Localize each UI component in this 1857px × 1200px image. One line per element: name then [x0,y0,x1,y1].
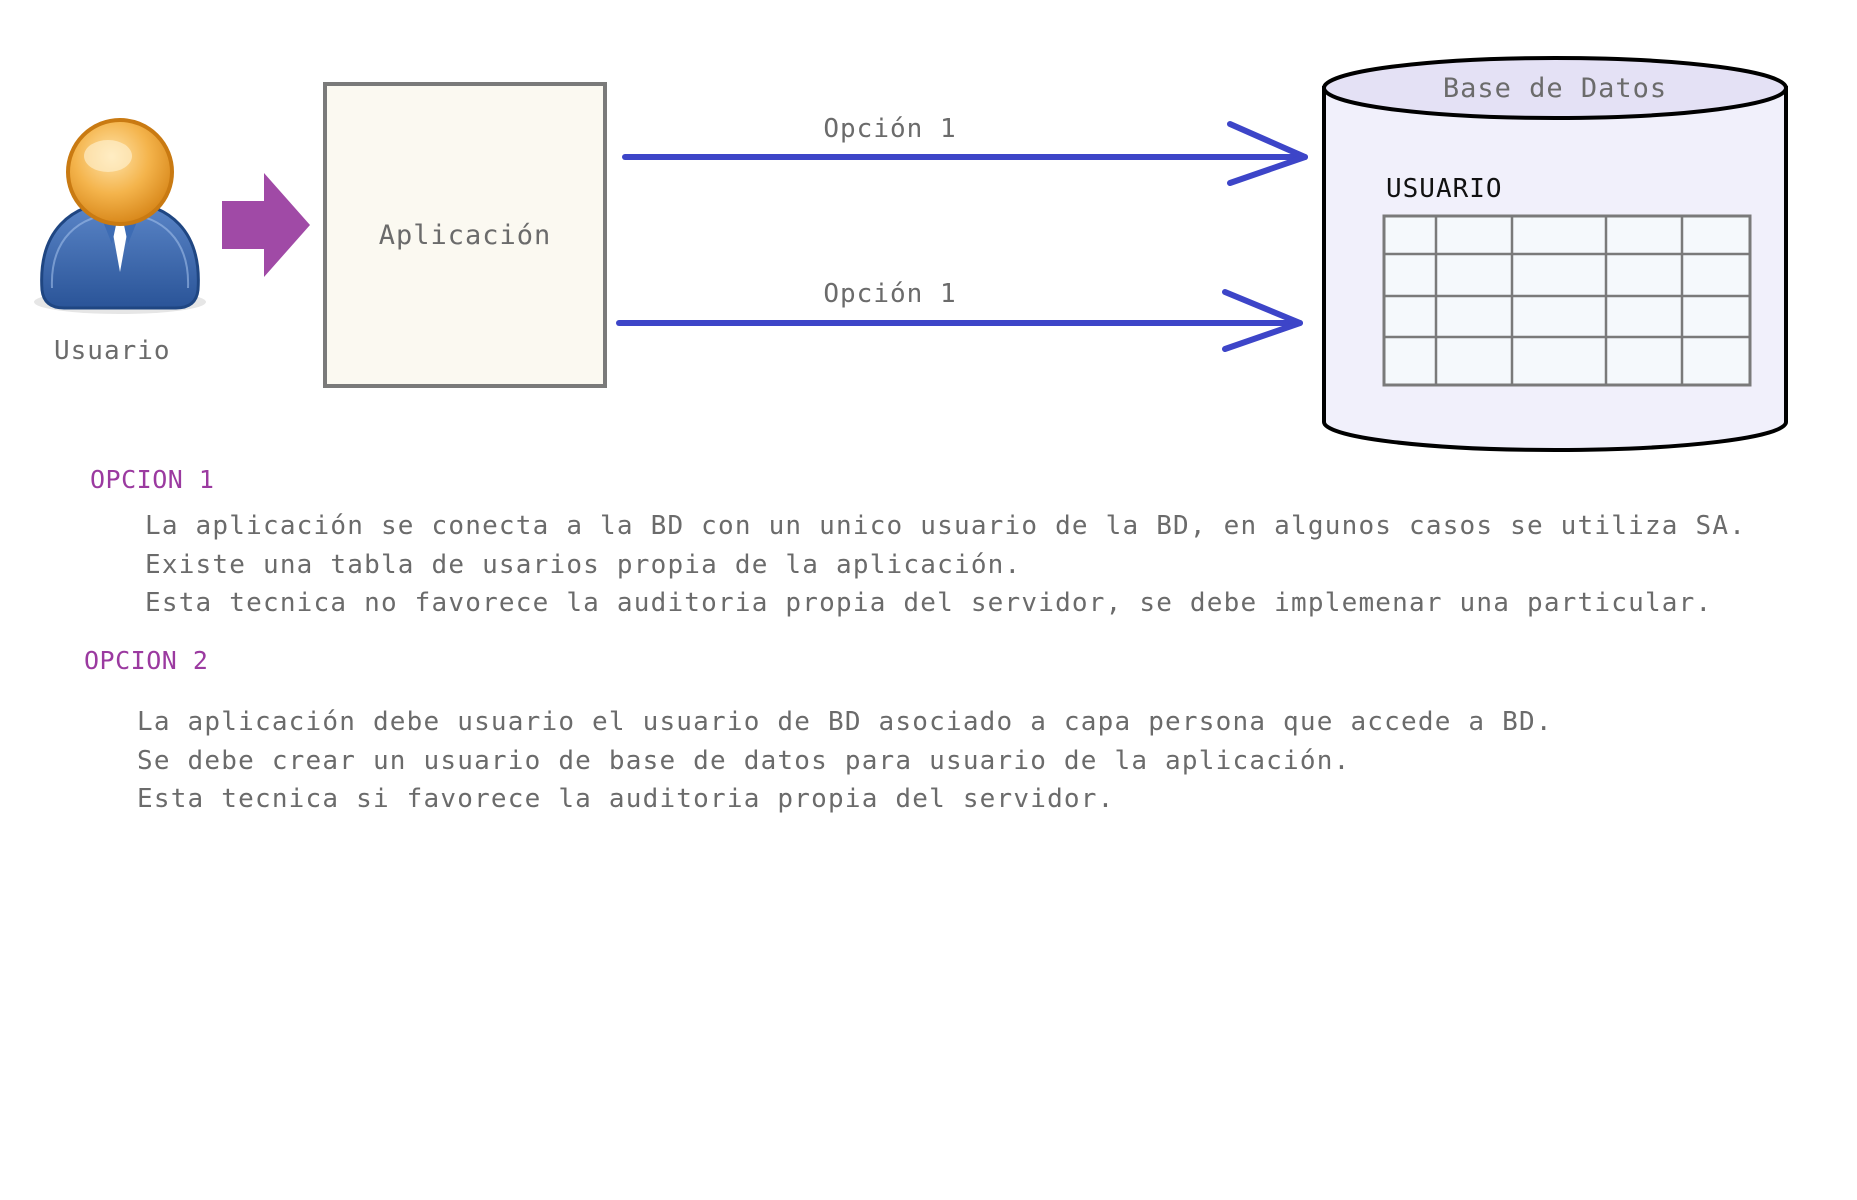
option-2-line: Se debe crear un usuario de base de dato… [137,745,1351,776]
arrow-top-label: Opción 1 [823,114,956,144]
arrow-bottom-label: Opción 1 [823,279,956,309]
user-label: Usuario [54,336,171,366]
forward-arrow-icon [222,173,310,277]
option-1-section: OPCION 1 La aplicación se conecta a la B… [90,465,1746,623]
connection-arrow-top [622,121,1308,186]
option-2-line: La aplicación debe usuario el usuario de… [137,707,1553,737]
option-1-lines: La aplicación se conecta a la BD con un … [145,507,1746,623]
application-label: Aplicación [379,220,552,251]
option-2-line: Esta tecnica si favorece la auditoria pr… [137,784,1115,814]
option-1-line: La aplicación se conecta a la BD con un … [145,511,1747,541]
connection-arrow-bottom [616,289,1303,352]
option-2-section: OPCION 2 La aplicación debe usuario el u… [84,646,1553,819]
option-1-line: Existe una tabla de usarios propia de la… [145,549,1022,580]
option-2-heading: OPCION 2 [84,646,209,675]
option-2-lines: La aplicación debe usuario el usuario de… [137,703,1553,819]
table-label: USUARIO [1386,174,1503,204]
table-grid-icon [1382,214,1752,387]
application-box [323,82,607,388]
option-1-line: Esta tecnica no favorece la auditoria pr… [145,588,1713,618]
user-person-icon [34,118,206,314]
option-1-heading: OPCION 1 [90,465,215,494]
database-label: Base de Datos [1443,73,1667,104]
